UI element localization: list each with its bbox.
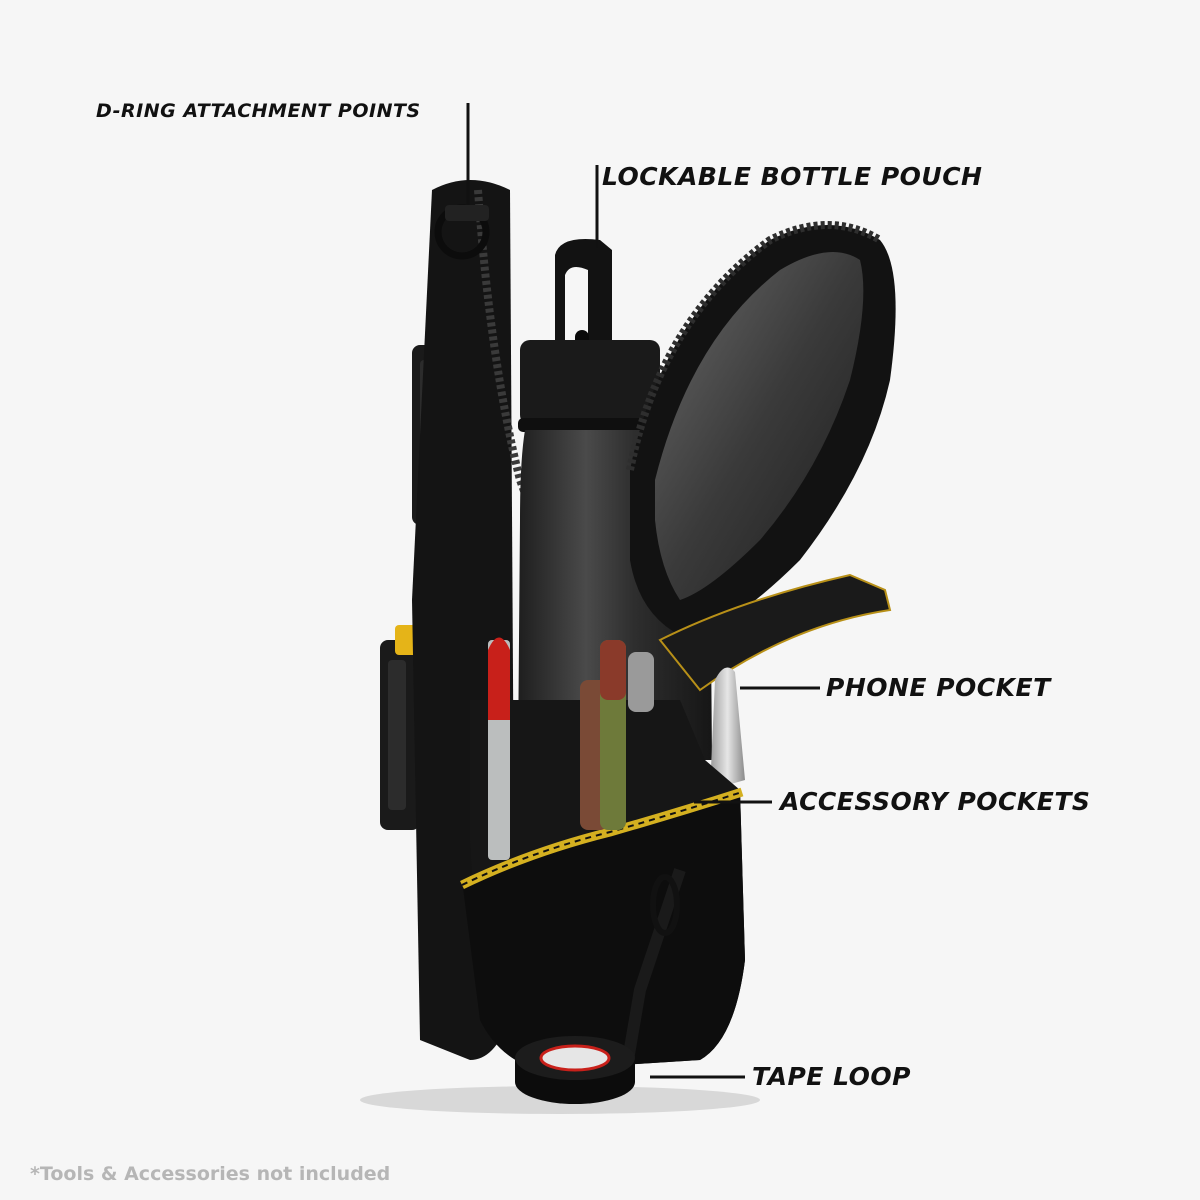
tape-roll-icon bbox=[515, 1036, 635, 1104]
green-pen bbox=[600, 640, 626, 830]
velcro-strap bbox=[658, 573, 892, 692]
callout-accessory-pockets: ACCESSORY POCKETS bbox=[780, 787, 1091, 816]
disclaimer-text: *Tools & Accessories not included bbox=[30, 1163, 391, 1185]
bag-zipper bbox=[474, 189, 603, 624]
callout-d-ring-attachment-points: D-RING ATTACHMENT POINTS bbox=[96, 100, 421, 122]
phone bbox=[710, 667, 745, 790]
red-pen bbox=[488, 637, 510, 860]
callout-phone-pocket: PHONE POCKET bbox=[826, 673, 1051, 702]
leader-lines bbox=[466, 103, 820, 1079]
zipper-pull bbox=[628, 652, 654, 712]
callout-tape-loop: TAPE LOOP bbox=[752, 1062, 911, 1091]
bottle-pouch-flap bbox=[626, 221, 896, 640]
d-ring-icon bbox=[434, 204, 490, 260]
carabiner-icon bbox=[622, 868, 686, 1062]
callout-lockable-bottle-pouch: LOCKABLE BOTTLE POUCH bbox=[602, 162, 983, 191]
